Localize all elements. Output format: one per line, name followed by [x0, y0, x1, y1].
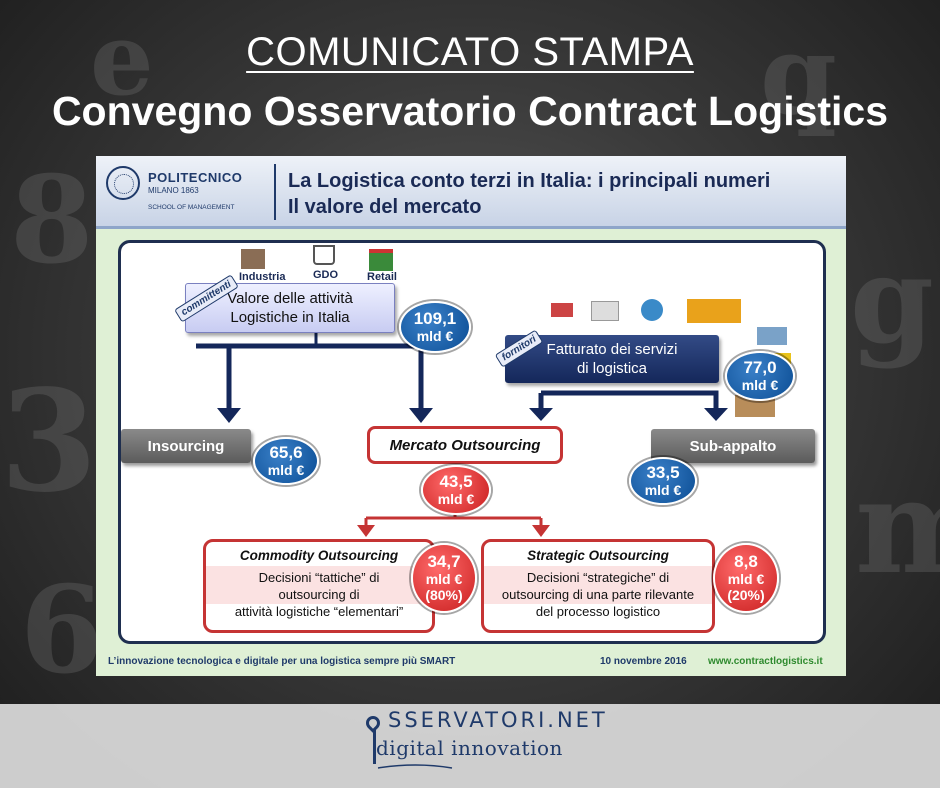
slide-title: La Logistica conto terzi in Italia: i pr…	[288, 170, 771, 192]
fatturato-value: 77,0	[743, 358, 777, 377]
valore-unit: mld €	[416, 328, 454, 344]
diagram-board: Industria GDO Retail Valore delle attivi…	[118, 240, 826, 644]
strategic-band	[484, 566, 712, 604]
bg-glyph: 6	[20, 560, 104, 701]
bg-glyph: 8	[10, 150, 94, 291]
brand-swoosh-icon	[377, 764, 453, 769]
strategic-line1: Decisioni “strategiche” di	[526, 570, 670, 585]
valore-value-oval: 109,1 mld €	[399, 301, 471, 353]
fatturato-value-oval: 77,0 mld €	[725, 351, 795, 401]
fatturato-line1: Fatturato dei servizi	[546, 341, 678, 358]
commodity-unit: mld €	[425, 571, 463, 587]
bg-glyph: 3	[0, 360, 98, 524]
fatturato-line2: di logistica	[576, 360, 648, 377]
commodity-line3: attività logistiche “elementari”	[234, 604, 404, 619]
mercato-outsourcing-box: Mercato Outsourcing	[367, 426, 563, 464]
warehouse-icon	[591, 301, 619, 321]
strategic-share: (20%)	[727, 587, 765, 603]
subappalto-value-oval: 33,5 mld €	[629, 457, 697, 505]
subappalto-value: 33,5	[646, 463, 680, 482]
insourcing-box: Insourcing	[121, 429, 251, 463]
trucks-icon	[687, 299, 741, 323]
category-gdo: GDO	[313, 269, 339, 281]
header-divider	[274, 164, 276, 220]
commodity-line2: outsourcing di	[278, 587, 360, 602]
press-release-title: Convegno Osservatorio Contract Logistics	[51, 88, 889, 134]
insourcing-unit: mld €	[267, 462, 305, 478]
strategic-value-oval: 8,8 mld € (20%)	[713, 543, 779, 613]
bg-glyph: e	[90, 0, 154, 118]
commodity-value: 34,7	[427, 552, 461, 571]
insourcing-value: 65,6	[269, 443, 303, 462]
category-retail: Retail	[367, 271, 397, 283]
brand-tagline: digital innovation	[376, 736, 563, 760]
commodity-title: Commodity Outsourcing	[239, 548, 399, 563]
van-icon	[757, 327, 787, 345]
logo-sub: MILANO 1863	[148, 186, 199, 195]
commodity-value-oval: 34,7 mld € (80%)	[411, 543, 477, 613]
slide-footer-site: www.contractlogistics.it	[708, 656, 823, 667]
bg-glyph: q	[760, 10, 837, 139]
shopping-cart-icon	[313, 245, 335, 265]
brand-name: SSERVATORI.NET	[388, 708, 608, 732]
strategic-line2: outsourcing di una parte rilevante	[501, 587, 695, 602]
globe-icon	[641, 299, 663, 321]
commodity-share: (80%)	[425, 587, 463, 603]
commodity-outsourcing-panel: Commodity Outsourcing Decisioni “tattich…	[203, 539, 435, 633]
mercato-value-oval: 43,5 mld €	[421, 465, 491, 515]
commodity-line1: Decisioni “tattiche” di	[258, 570, 380, 585]
bg-glyph: m	[855, 450, 940, 603]
valore-line2: Logistiche in Italia	[230, 309, 350, 326]
slide-subtitle: Il valore del mercato	[288, 196, 482, 218]
shop-icon	[369, 249, 393, 271]
polimi-seal-icon	[106, 166, 140, 200]
mercato-unit: mld €	[437, 491, 475, 507]
strategic-value: 8,8	[734, 552, 758, 571]
subappalto-box: Sub-appalto	[651, 429, 815, 463]
fatturato-unit: mld €	[741, 377, 779, 393]
logo-school: SCHOOL OF MANAGEMENT	[148, 204, 235, 211]
brand-stem	[373, 730, 376, 764]
factory-icon	[241, 249, 265, 269]
bg-glyph: g	[850, 230, 934, 371]
commodity-band	[206, 566, 432, 604]
subappalto-unit: mld €	[644, 482, 682, 498]
brand-footer	[0, 704, 940, 788]
insourcing-value-oval: 65,6 mld €	[253, 437, 319, 485]
strategic-title: Strategic Outsourcing	[527, 548, 669, 563]
presentation-slide: POLITECNICO MILANO 1863 SCHOOL OF MANAGE…	[96, 156, 846, 676]
slide-footer: L’innovazione tecnologica e digitale per…	[96, 650, 846, 676]
strategic-line3: del processo logistico	[535, 604, 661, 619]
strategic-outsourcing-panel: Strategic Outsourcing Decisioni “strateg…	[481, 539, 715, 633]
logo-name: POLITECNICO	[148, 170, 243, 185]
slide-footer-date: 10 novembre 2016	[600, 656, 687, 667]
slide-header: POLITECNICO MILANO 1863 SCHOOL OF MANAGE…	[96, 156, 846, 229]
valore-line1: Valore delle attività	[227, 290, 353, 307]
category-industria: Industria	[239, 271, 286, 283]
strategic-unit: mld €	[727, 571, 765, 587]
press-release-kicker: COMUNICATO STAMPA	[246, 30, 694, 74]
commodity-text: Decisioni “tattiche” di outsourcing di a…	[206, 569, 432, 620]
strategic-text: Decisioni “strategiche” di outsourcing d…	[484, 569, 712, 620]
slide-footer-tagline: L’innovazione tecnologica e digitale per…	[108, 656, 456, 667]
forklift-icon	[551, 303, 573, 317]
valore-value: 109,1	[413, 309, 457, 328]
mercato-value: 43,5	[439, 472, 473, 491]
